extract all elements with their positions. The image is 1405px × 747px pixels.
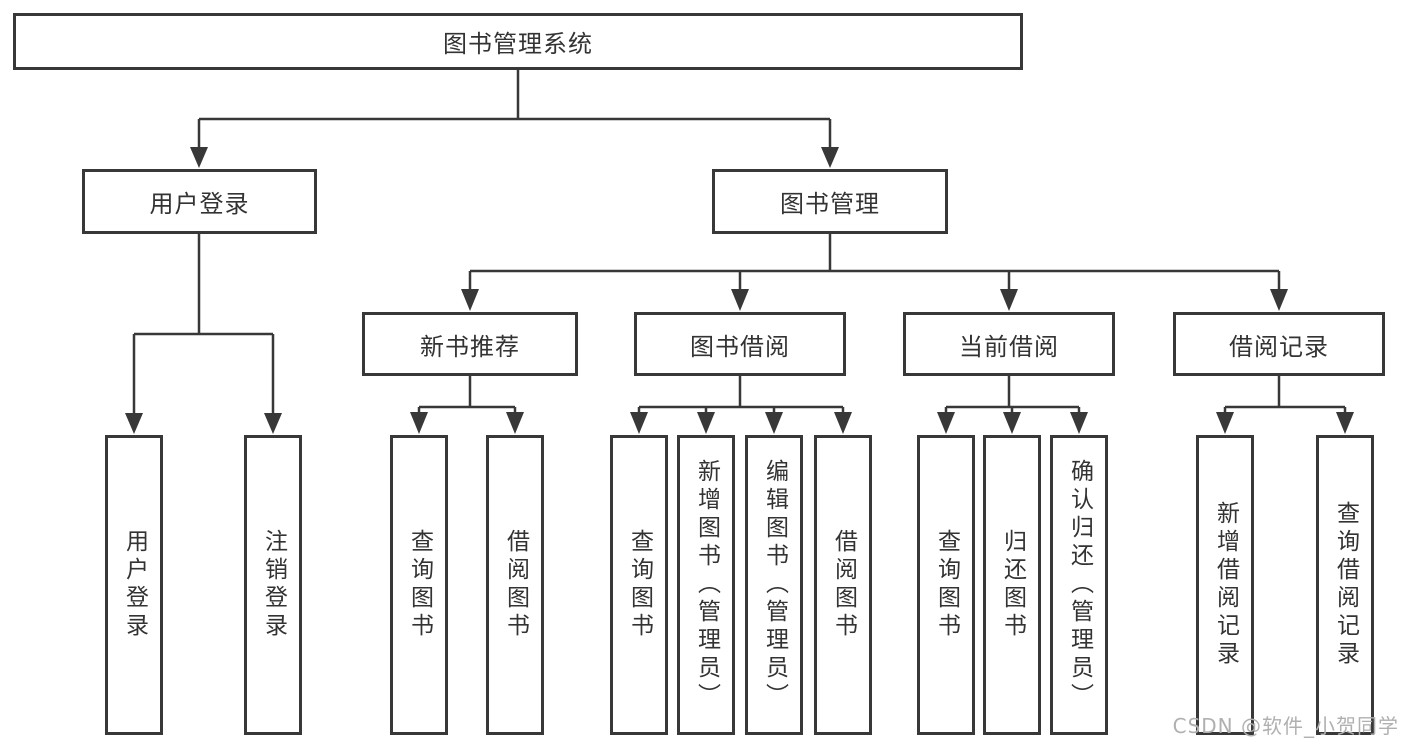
leaf-nb-query-books: 查询图书 bbox=[390, 435, 448, 735]
leaf-cb-return-books: 归还图书 bbox=[983, 435, 1041, 735]
node-user-login: 用户登录 bbox=[82, 169, 317, 234]
node-new-books-label: 新书推荐 bbox=[420, 332, 520, 361]
leaf-bb-add-books-admin: 新增图书（管理员） bbox=[677, 435, 735, 735]
node-book-borrow: 图书借阅 bbox=[634, 312, 846, 376]
connector-book-mgmt-to-level3 bbox=[461, 234, 1288, 311]
node-book-mgmt-label: 图书管理 bbox=[780, 190, 880, 218]
node-book-borrow-label: 图书借阅 bbox=[690, 332, 790, 361]
leaf-br-add-record: 新增借阅记录 bbox=[1196, 435, 1254, 735]
leaf-br-add-record-label: 新增借阅记录 bbox=[1212, 501, 1239, 669]
leaf-logout: 注销登录 bbox=[244, 435, 302, 735]
leaf-bb-query-books-label: 查询图书 bbox=[626, 529, 653, 641]
node-root: 图书管理系统 bbox=[13, 13, 1023, 70]
leaf-cb-query-books: 查询图书 bbox=[917, 435, 975, 735]
node-borrow-records: 借阅记录 bbox=[1173, 312, 1385, 376]
leaf-cb-confirm-return-admin: 确认归还（管理员） bbox=[1050, 435, 1108, 735]
node-new-books: 新书推荐 bbox=[362, 312, 578, 376]
leaf-br-query-record: 查询借阅记录 bbox=[1316, 435, 1374, 735]
csdn-watermark: CSDN @软件_小贺同学 bbox=[1172, 714, 1399, 738]
connector-new-books-to-leaves bbox=[410, 375, 524, 434]
node-root-label: 图书管理系统 bbox=[443, 30, 593, 58]
leaf-br-query-record-label: 查询借阅记录 bbox=[1332, 501, 1359, 669]
node-borrow-records-label: 借阅记录 bbox=[1229, 332, 1329, 361]
leaf-bb-edit-books-admin: 编辑图书（管理员） bbox=[745, 435, 803, 735]
leaf-user-login: 用户登录 bbox=[105, 435, 163, 735]
leaf-nb-borrow-books: 借阅图书 bbox=[486, 435, 544, 735]
leaf-cb-confirm-return-admin-label: 确认归还（管理员） bbox=[1066, 459, 1093, 711]
node-current-borrow: 当前借阅 bbox=[903, 312, 1115, 376]
node-user-login-label: 用户登录 bbox=[149, 190, 250, 218]
leaf-bb-borrow-books-label: 借阅图书 bbox=[830, 529, 857, 641]
connector-user-login-to-leaves bbox=[125, 234, 282, 434]
leaf-user-login-label: 用户登录 bbox=[121, 529, 148, 641]
connector-current-borrow-to-leaves bbox=[937, 375, 1088, 434]
leaf-bb-query-books: 查询图书 bbox=[610, 435, 668, 735]
leaf-nb-borrow-books-label: 借阅图书 bbox=[502, 529, 529, 641]
node-book-mgmt: 图书管理 bbox=[712, 169, 948, 234]
connector-book-borrow-to-leaves bbox=[630, 375, 852, 434]
leaf-bb-edit-books-admin-label: 编辑图书（管理员） bbox=[761, 459, 788, 711]
leaf-bb-borrow-books: 借阅图书 bbox=[814, 435, 872, 735]
connector-borrow-records-to-leaves bbox=[1216, 375, 1354, 434]
leaf-logout-label: 注销登录 bbox=[260, 529, 287, 641]
node-current-borrow-label: 当前借阅 bbox=[959, 332, 1059, 361]
leaf-bb-add-books-admin-label: 新增图书（管理员） bbox=[693, 459, 720, 711]
leaf-nb-query-books-label: 查询图书 bbox=[406, 529, 433, 641]
leaf-cb-query-books-label: 查询图书 bbox=[933, 529, 960, 641]
leaf-cb-return-books-label: 归还图书 bbox=[999, 529, 1026, 641]
connector-root-to-level2 bbox=[190, 70, 839, 168]
